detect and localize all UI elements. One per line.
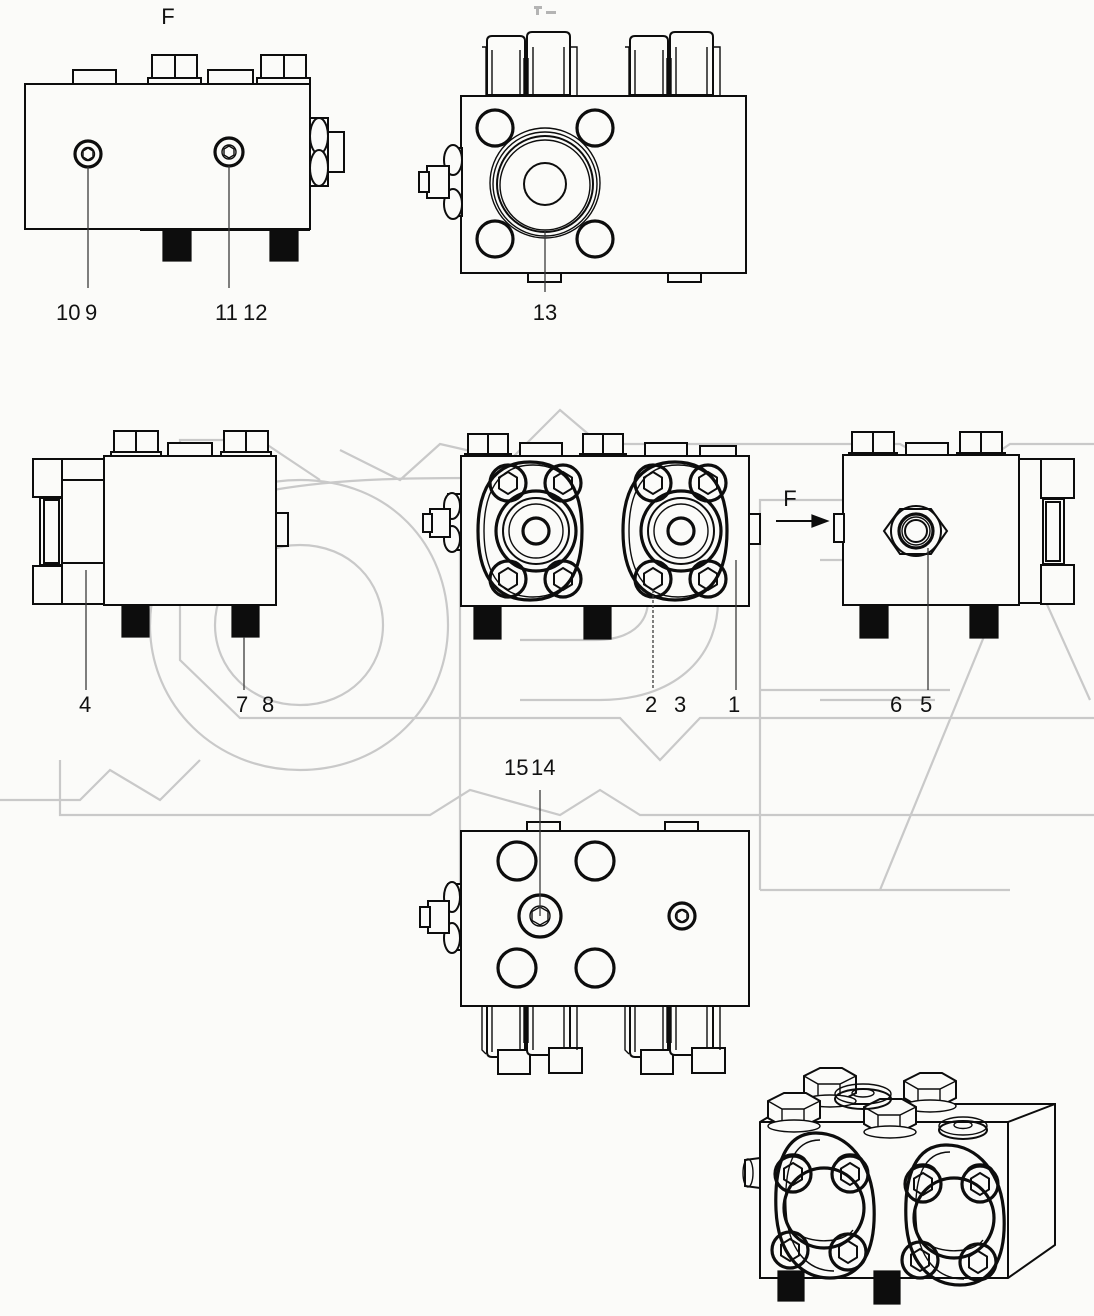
iso-stud-1 [777, 1270, 805, 1302]
valve-body-mid-right [842, 454, 1020, 606]
view-bottom-right-isometric [742, 1067, 1056, 1305]
port-flat-1 [72, 69, 117, 85]
stud-bolt-ml-1 [121, 604, 150, 638]
hex-fitting-ml-a [110, 430, 162, 458]
hex-fitting-a [147, 54, 202, 85]
iso-valve-cluster-b [900, 1143, 1006, 1287]
callout-13: 13 [533, 300, 557, 325]
direction-label-f-mid: F [783, 486, 796, 511]
valve-body-top-right [460, 95, 747, 274]
right-boss [275, 512, 289, 547]
side-port-fitting-bc [419, 881, 462, 954]
callout-9: 9 [85, 300, 97, 325]
side-port-fitting-left [418, 144, 463, 220]
view-top-left: F 10 9 11 12 [24, 4, 345, 325]
stud-bolt-mr-2 [969, 604, 999, 639]
top-tab-1 [526, 821, 561, 832]
hex-plug-5 [882, 505, 949, 557]
iso-hex-nut-4 [863, 1098, 917, 1139]
mount-hole-bc-tl [496, 840, 538, 882]
iso-disc-2 [938, 1116, 988, 1140]
side-port-fitting-mc [422, 492, 462, 553]
valve-body-mid-center [460, 455, 750, 607]
view-mid-right: F [776, 431, 1075, 717]
iso-valve-cluster-a [770, 1131, 876, 1280]
callout-7: 7 [236, 692, 248, 717]
side-port-fitting-right [309, 117, 345, 187]
stud-bolt-mc-2 [583, 605, 612, 640]
mount-hole-br [575, 219, 615, 259]
stud-bolt-1 [162, 228, 192, 262]
iso-bolt-b2 [960, 1163, 1000, 1204]
valve-body-mid-left [103, 455, 277, 606]
iso-stud-2 [873, 1270, 901, 1305]
port-flat-mc-1 [519, 442, 563, 458]
mount-hole-tl [475, 108, 515, 148]
callout-15: 15 [504, 755, 528, 780]
right-lug-bottom [1040, 564, 1075, 605]
right-lug-top [1040, 458, 1075, 499]
direction-label-f-top: F [161, 4, 174, 29]
stud-bolt-ml-2 [231, 604, 260, 638]
callout-3: 3 [674, 692, 686, 717]
left-boss-mr [833, 513, 845, 543]
iso-bolt-a3 [770, 1230, 810, 1270]
mount-lug-bottom [32, 565, 63, 605]
tube-fittings-bottom [481, 1005, 726, 1075]
callout-14: 14 [531, 755, 555, 780]
callout-10: 10 [56, 300, 80, 325]
mount-lug-top [32, 458, 63, 498]
iso-disc-1 [834, 1083, 892, 1110]
port-flat-2 [207, 69, 254, 85]
callout-12: 12 [243, 300, 267, 325]
view-mid-left: 4 7 8 [32, 430, 289, 717]
mount-hole-bc-tr [574, 840, 616, 882]
bottom-tab-2 [667, 272, 702, 283]
iso-bolt-b4 [958, 1242, 998, 1282]
hex-socket-plug-small [667, 901, 697, 931]
iso-hex-nut-2 [767, 1092, 821, 1133]
iso-bolt-b1 [903, 1163, 943, 1204]
right-boss-mc [748, 513, 761, 545]
hex-fitting-ml-b [220, 430, 272, 458]
mount-hole-bc-br [574, 947, 616, 989]
callout-1: 1 [728, 692, 740, 717]
top-tab-2 [664, 821, 699, 832]
stud-bolt-2 [269, 228, 299, 262]
tube-fittings-top [482, 31, 721, 96]
iso-bolt-b3 [900, 1240, 940, 1280]
iso-bolt-a4 [828, 1232, 868, 1272]
iso-bolt-a2 [830, 1153, 870, 1194]
port-flat-ml [167, 442, 213, 457]
callout-5: 5 [920, 692, 932, 717]
callout-6: 6 [890, 692, 902, 717]
valve-cluster-left [476, 460, 584, 602]
direction-arrow-f: F [776, 486, 830, 528]
iso-bolt-a1 [773, 1153, 813, 1194]
callout-11: 11 [215, 300, 238, 325]
mount-hole-tr [575, 108, 615, 148]
valve-body-top-left [24, 83, 311, 230]
valve-body-bottom-center [460, 830, 750, 1007]
callout-2: 2 [645, 692, 657, 717]
port-flat-mc-2 [644, 442, 688, 458]
mount-hole-bl [475, 219, 515, 259]
valve-cluster-right [621, 460, 729, 602]
faint-mark [534, 6, 556, 15]
mount-hole-bc-bl [496, 947, 538, 989]
hex-fitting-b [256, 54, 311, 85]
view-mid-center: 2 3 1 [422, 433, 761, 717]
view-bottom-center: 15 14 [419, 755, 750, 1075]
stud-bolt-mc-1 [473, 605, 502, 640]
callout-8: 8 [262, 692, 274, 717]
callout-4: 4 [79, 692, 91, 717]
view-top-right: 13 [418, 6, 747, 325]
stud-bolt-mr-1 [859, 604, 889, 639]
